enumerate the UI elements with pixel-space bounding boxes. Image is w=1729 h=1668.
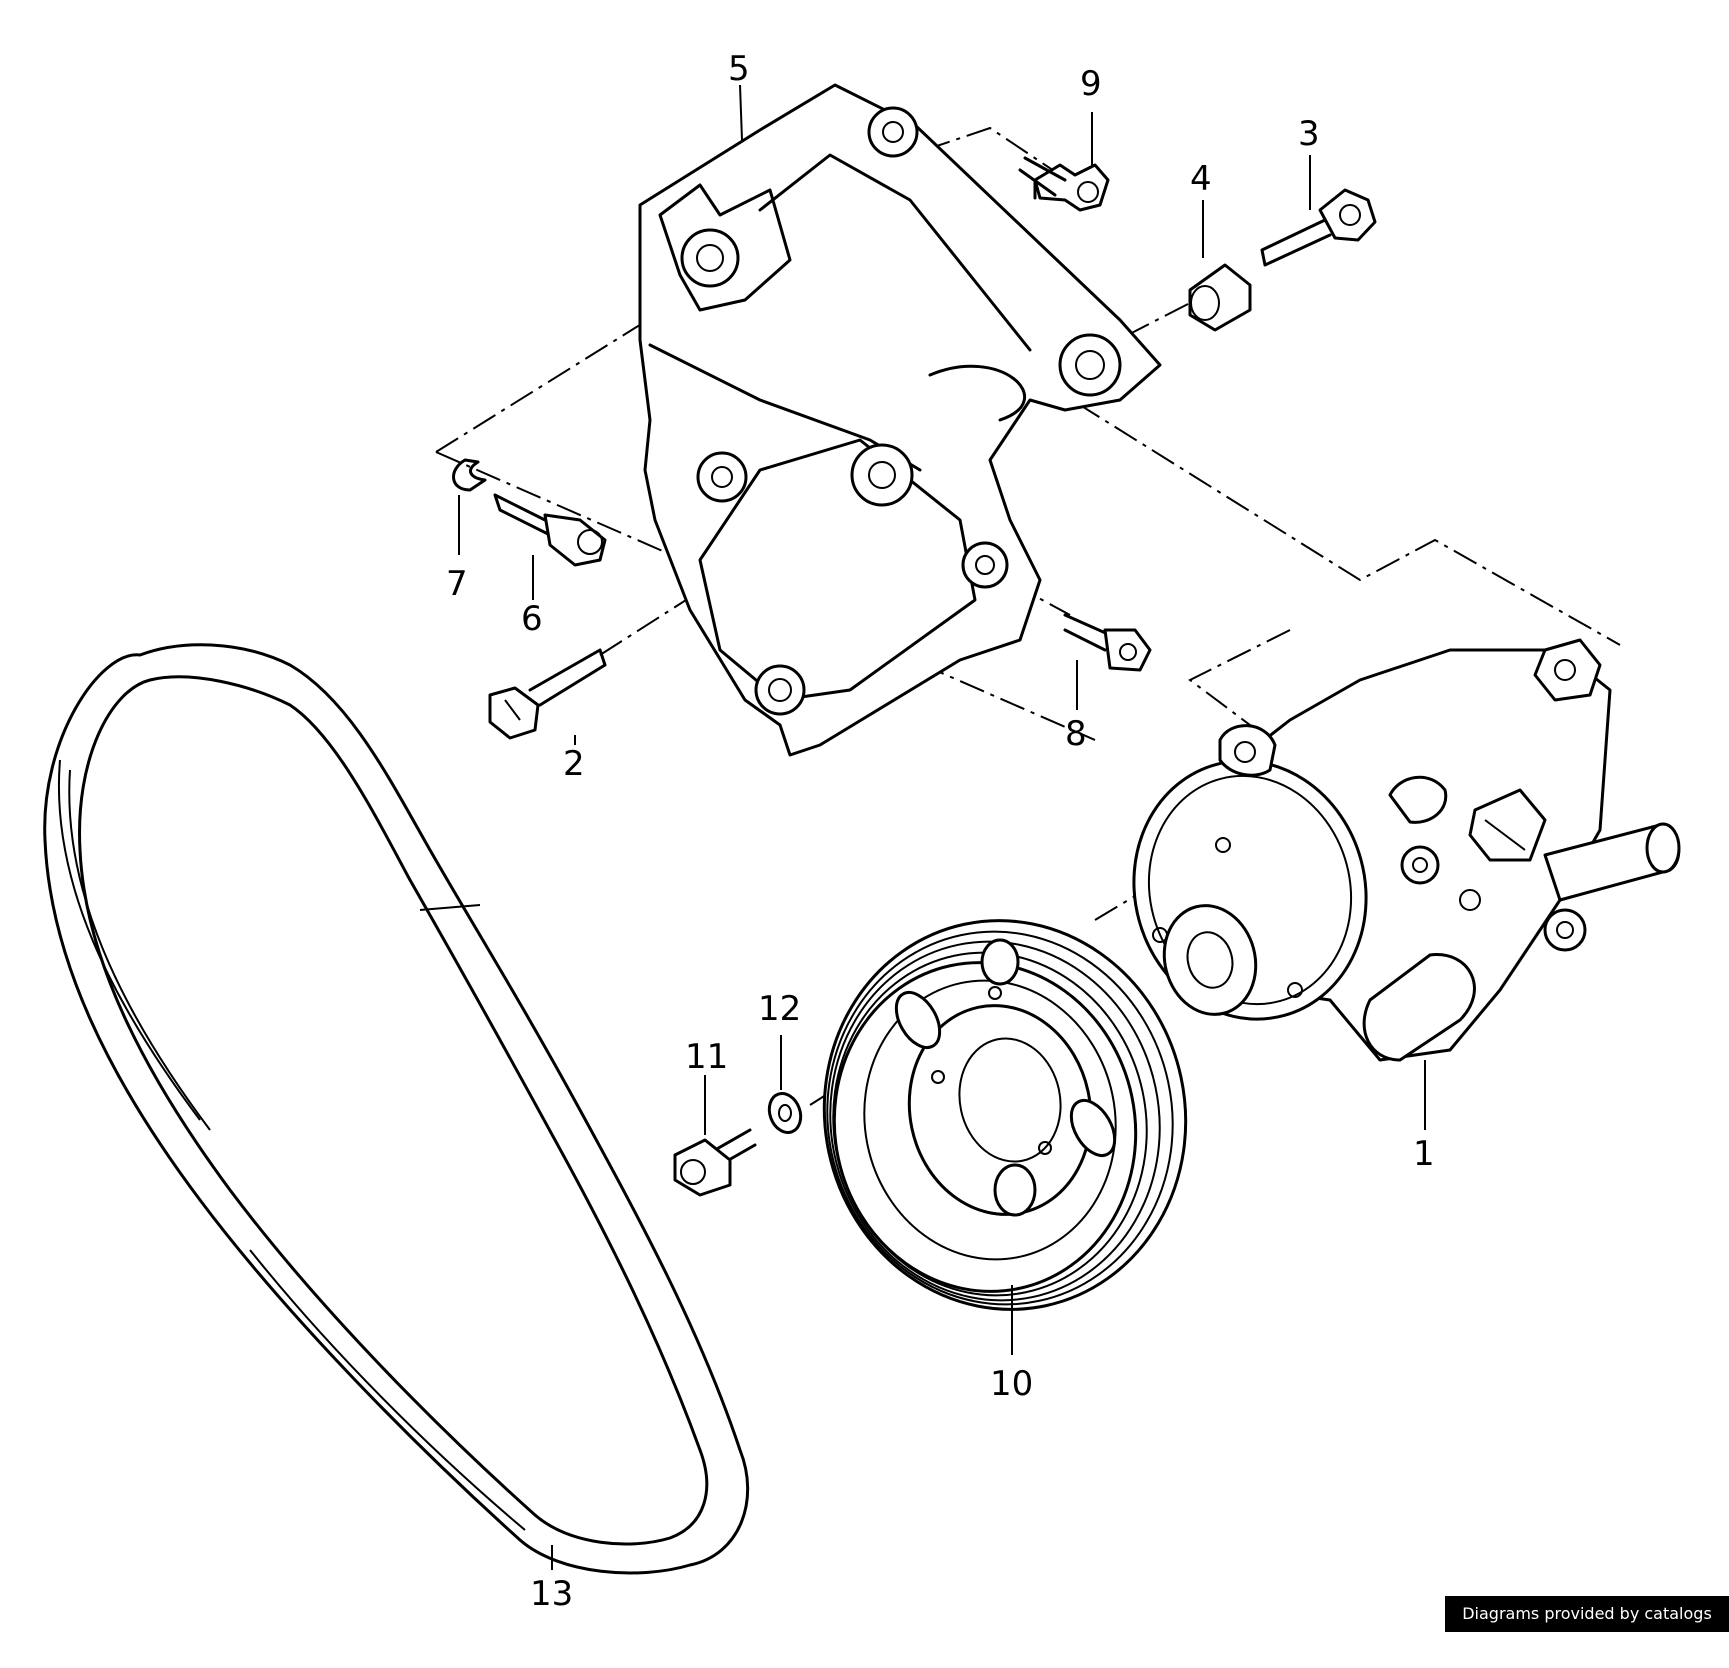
callout-13[interactable]: 13: [530, 1574, 573, 1614]
callout-7[interactable]: 7: [446, 564, 468, 604]
callout-5[interactable]: 5: [728, 49, 750, 89]
leader-lines: [458, 84, 1426, 1570]
bolt-9: [1018, 156, 1110, 212]
callout-8[interactable]: 8: [1065, 714, 1087, 754]
callout-3[interactable]: 3: [1298, 114, 1320, 154]
bolt-8: [1063, 613, 1152, 672]
socket-bolt-11: [673, 1128, 757, 1197]
callout-12[interactable]: 12: [758, 989, 801, 1029]
pump-part: [1132, 638, 1681, 1062]
bolt-2: [488, 648, 607, 740]
callout-2[interactable]: 2: [563, 744, 585, 784]
bolt-3: [1260, 188, 1377, 267]
sleeve-4: [1188, 263, 1252, 332]
parts-exploded-diagram: 1 2 3 4 5 6 7 8 9 10 11 12 13: [43, 49, 1681, 1614]
callouts: 1 2 3 4 5 6 7 8 9 10 11 12 13: [446, 49, 1435, 1614]
clip-7: [452, 458, 487, 492]
callout-4[interactable]: 4: [1190, 159, 1212, 199]
callout-1[interactable]: 1: [1413, 1134, 1435, 1174]
callout-9[interactable]: 9: [1080, 64, 1102, 104]
washer-12: [767, 1092, 803, 1134]
callout-10[interactable]: 10: [990, 1364, 1033, 1404]
watermark: Diagrams provided by catalogs parts: [1445, 1596, 1729, 1659]
callout-11[interactable]: 11: [685, 1037, 728, 1077]
pulley-part: [822, 919, 1188, 1311]
callout-6[interactable]: 6: [521, 599, 543, 639]
socket-bolt-6: [493, 493, 607, 567]
belt-part: [43, 643, 750, 1575]
bracket-part: [638, 83, 1162, 757]
